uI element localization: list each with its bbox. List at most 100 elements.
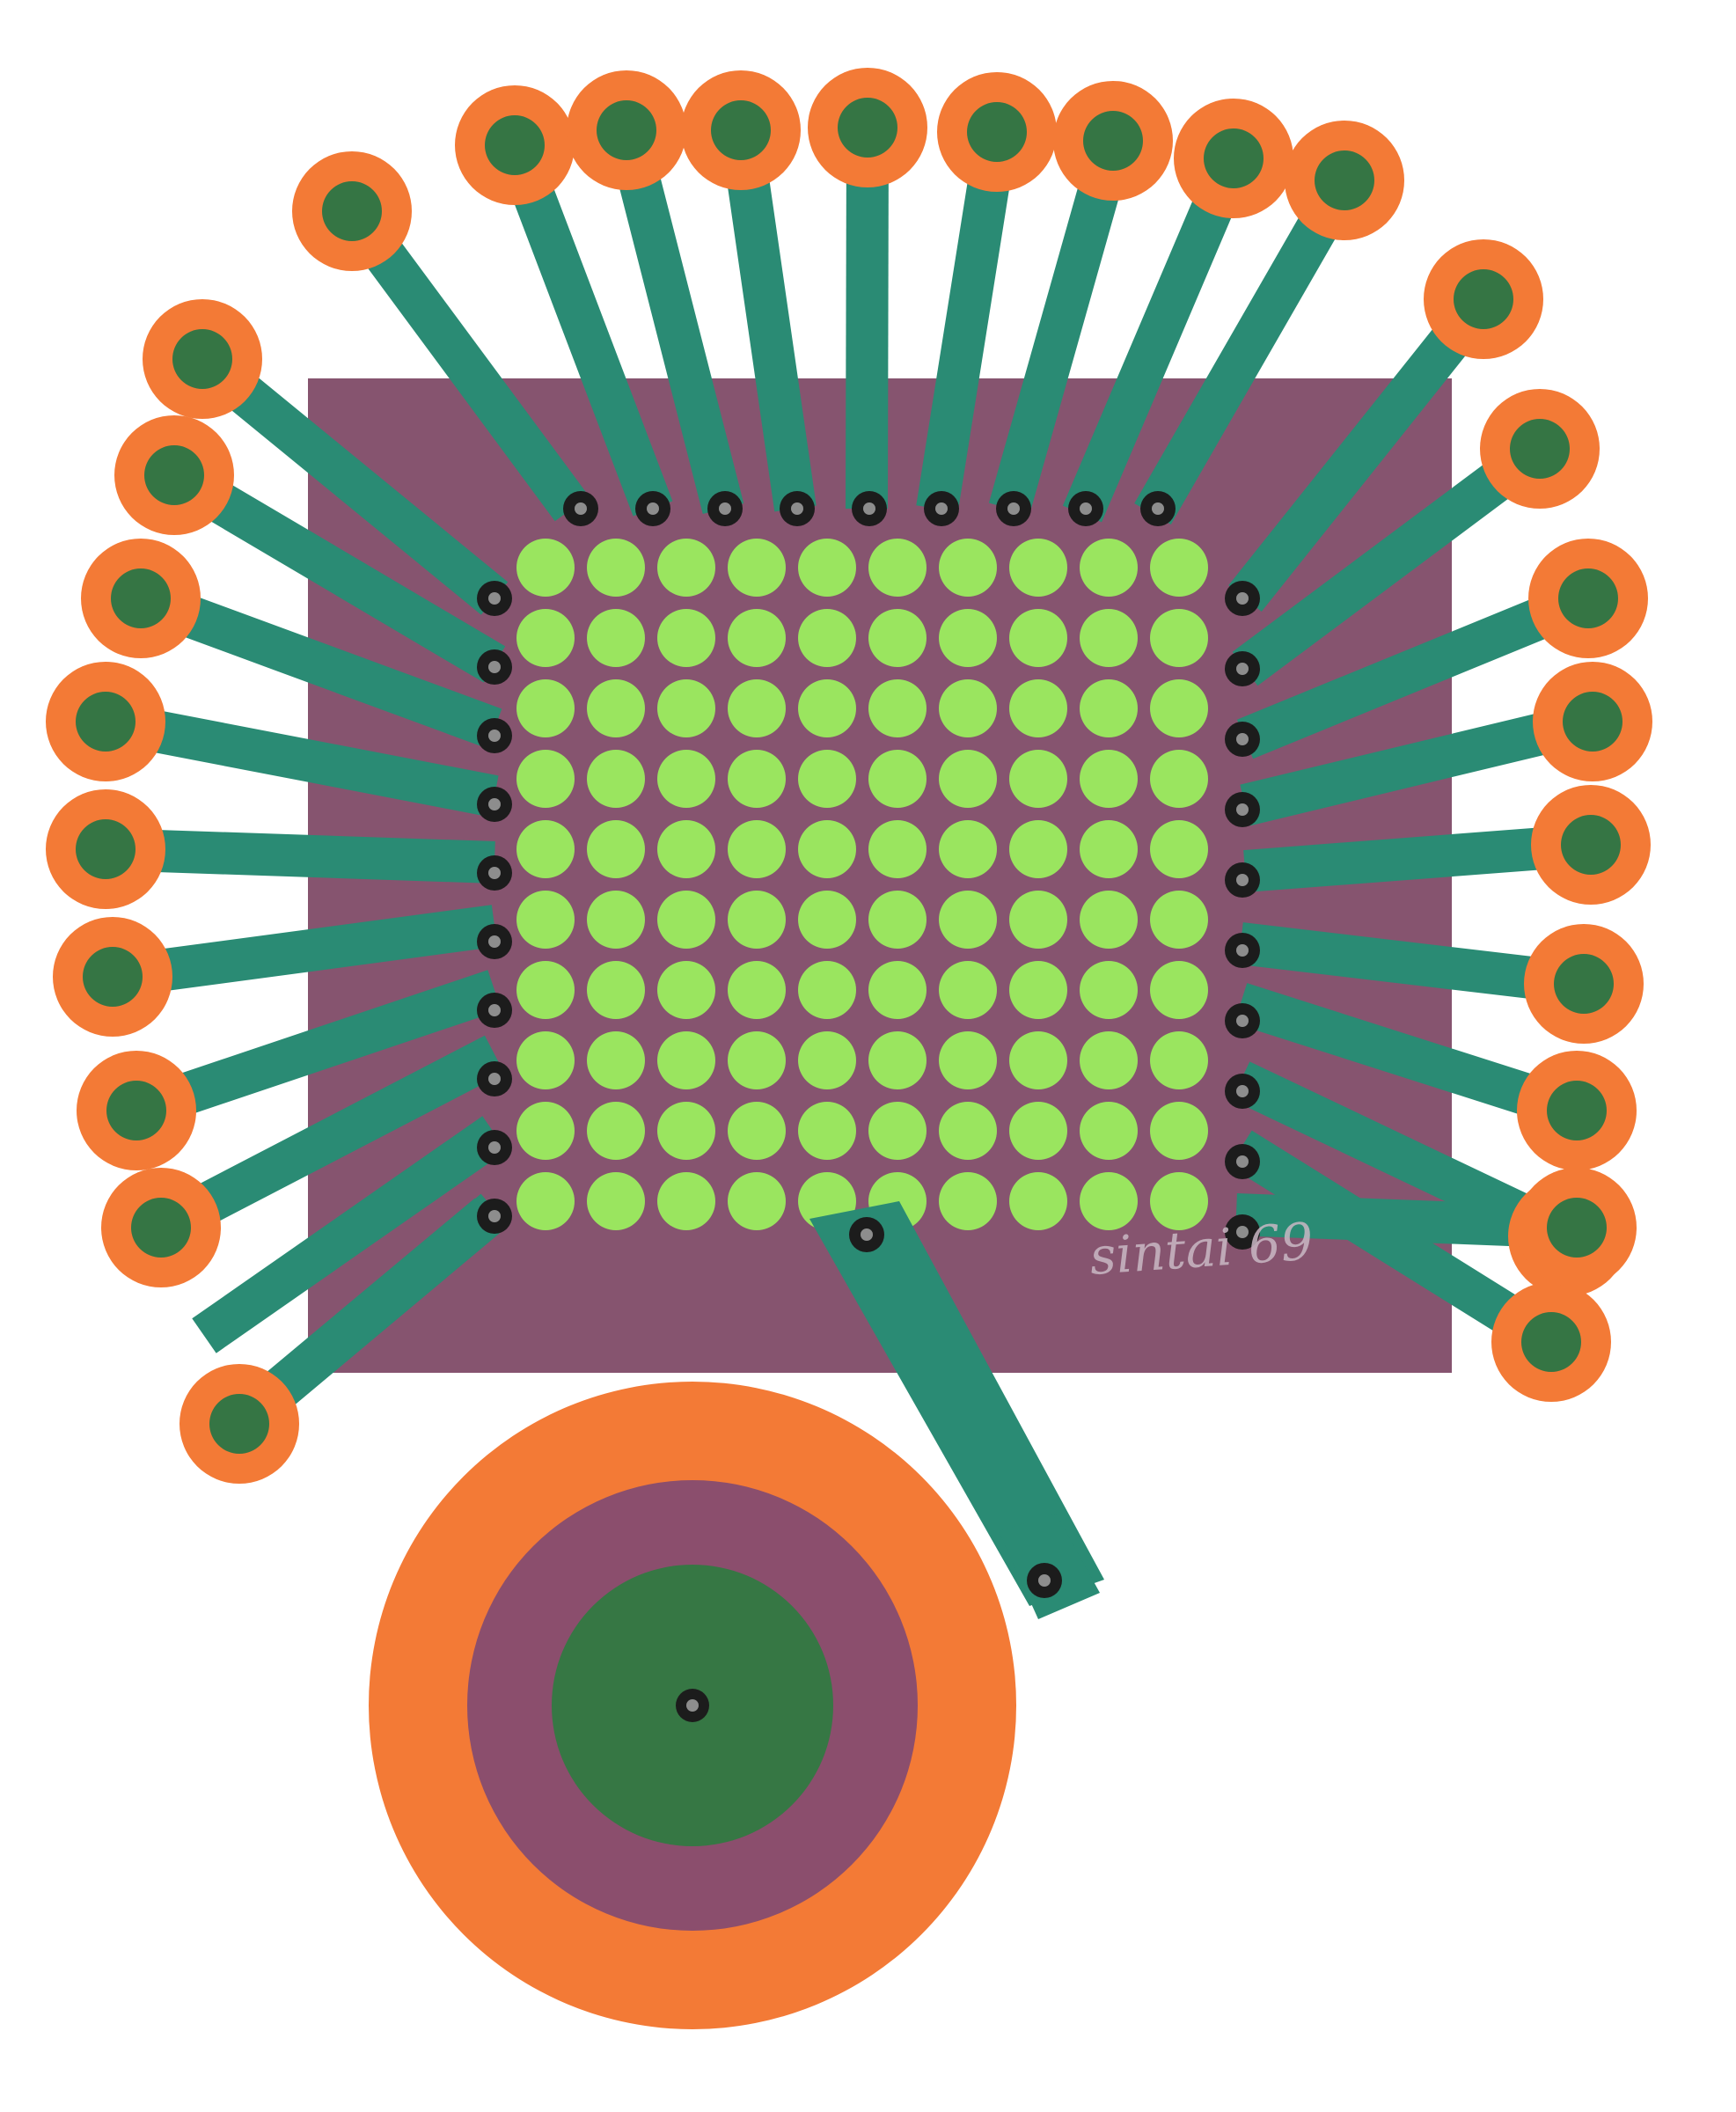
grid-dot	[939, 609, 997, 667]
grid-dot	[516, 1172, 575, 1230]
rivet	[477, 855, 512, 891]
teal-strip	[846, 127, 889, 510]
grid-dot	[1080, 609, 1138, 667]
grid-dot	[1009, 1031, 1067, 1089]
grid-dot	[587, 1102, 645, 1160]
grid-dot	[728, 1031, 786, 1089]
grid-dot	[516, 820, 575, 878]
grid-dot	[868, 1031, 927, 1089]
grid-dot	[587, 1031, 645, 1089]
grid-dot	[657, 891, 715, 949]
grid-dot	[798, 750, 856, 808]
grid-dot	[516, 891, 575, 949]
grid-dot	[657, 1172, 715, 1230]
orange-disc	[1517, 1051, 1637, 1170]
grid-dot	[1150, 539, 1208, 597]
grid-dot	[516, 609, 575, 667]
rivet	[1225, 792, 1260, 827]
rivet	[477, 1130, 512, 1165]
rivet	[1225, 1003, 1260, 1038]
teal-strip	[1062, 150, 1254, 523]
orange-disc	[53, 917, 172, 1037]
grid-dot	[1009, 961, 1067, 1019]
grid-dot	[657, 609, 715, 667]
teal-strip	[163, 457, 506, 683]
grid-dot	[1150, 750, 1208, 808]
grid-dot	[1080, 891, 1138, 949]
teal-strip	[133, 578, 502, 749]
grid-dot	[1150, 679, 1208, 737]
teal-strip	[334, 198, 590, 522]
teal-strip	[150, 1035, 505, 1247]
grid-dot	[728, 961, 786, 1019]
grid-dot	[1080, 750, 1138, 808]
grid-dot	[798, 1031, 856, 1089]
rivet	[563, 491, 598, 526]
grid-dot	[939, 1031, 997, 1089]
grid-dot	[516, 1102, 575, 1160]
grid-dot	[939, 539, 997, 597]
rivet	[1225, 651, 1260, 686]
rivet	[477, 993, 512, 1028]
teal-strip	[720, 127, 817, 512]
grid-dot	[587, 891, 645, 949]
grid-dot	[798, 679, 856, 737]
grid-dot	[798, 891, 856, 949]
rivet	[1225, 1144, 1260, 1179]
orange-disc	[77, 1051, 196, 1170]
grid-dot	[939, 1102, 997, 1160]
grid-dot	[939, 679, 997, 737]
grid-dot	[939, 1172, 997, 1230]
rivet	[1225, 1074, 1260, 1109]
orange-disc	[1528, 539, 1648, 658]
grid-dot	[868, 750, 927, 808]
rivet	[1225, 581, 1260, 616]
rivet	[1027, 1563, 1062, 1598]
grid-dot	[1009, 1172, 1067, 1230]
grid-dot	[516, 539, 575, 597]
grid-dot	[1150, 1172, 1208, 1230]
green-dot-grid	[516, 539, 1208, 1230]
rivet	[1225, 862, 1260, 898]
grid-dot	[1080, 961, 1138, 1019]
grid-dot	[657, 1102, 715, 1160]
grid-dot	[587, 539, 645, 597]
teal-strip	[1228, 286, 1500, 612]
teal-strip	[109, 905, 498, 998]
rivet	[477, 649, 512, 685]
grid-dot	[728, 1172, 786, 1230]
orange-disc	[101, 1168, 221, 1287]
teal-strip	[1134, 170, 1363, 524]
rivet	[477, 581, 512, 616]
grid-dot	[587, 679, 645, 737]
rivet	[1225, 1214, 1260, 1250]
spokes-layer	[46, 68, 1652, 1484]
grid-dot	[868, 1102, 927, 1160]
orange-disc	[114, 415, 234, 535]
grid-dot	[1150, 820, 1208, 878]
grid-dot	[868, 609, 927, 667]
grid-dot	[798, 609, 856, 667]
grid-dot	[868, 679, 927, 737]
orange-disc	[937, 72, 1057, 192]
grid-dot	[728, 750, 786, 808]
grid-dot	[798, 961, 856, 1019]
grid-dot	[657, 750, 715, 808]
grid-dot	[1080, 820, 1138, 878]
grid-dot	[587, 820, 645, 878]
grid-dot	[1080, 679, 1138, 737]
arm-layer	[809, 1201, 1104, 1619]
rivet	[1140, 491, 1176, 526]
teal-strip	[494, 137, 673, 517]
grid-dot	[868, 961, 927, 1019]
teal-strip	[605, 125, 744, 514]
grid-dot	[587, 961, 645, 1019]
grid-dot	[1150, 891, 1208, 949]
rivet	[635, 491, 670, 526]
orange-disc	[1424, 239, 1543, 359]
rivet	[707, 491, 743, 526]
grid-dot	[1080, 1031, 1138, 1089]
grid-dot	[587, 609, 645, 667]
grid-dot	[939, 750, 997, 808]
